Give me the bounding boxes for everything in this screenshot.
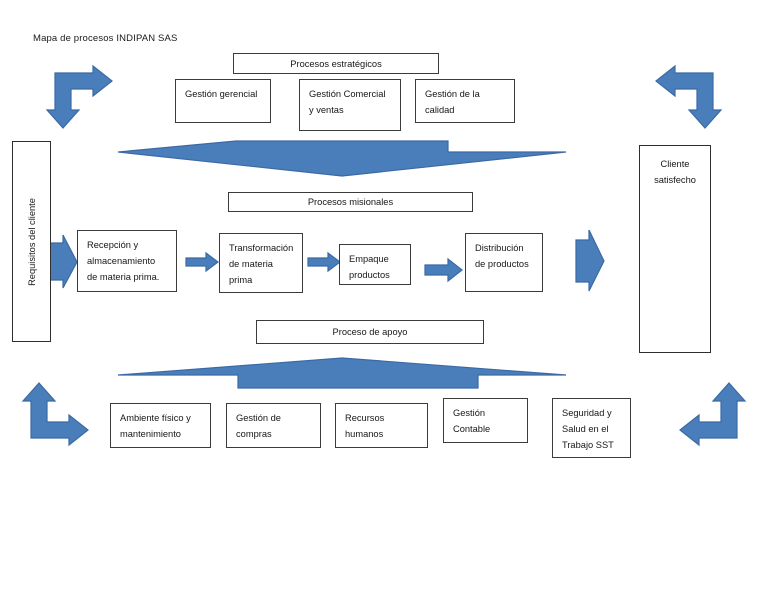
process-box-transformacion-materia-prima[interactable]: Transformación de materia prima <box>219 233 303 293</box>
process-box-ambiente-fisico-mantenimiento[interactable]: Ambiente físico y mantenimiento <box>110 403 211 448</box>
page-title: Mapa de procesos INDIPAN SAS <box>33 33 178 44</box>
bent-arrow-right-down-icon <box>45 64 113 129</box>
band-header-misionales: Procesos misionales <box>228 192 473 212</box>
process-box-gestion-compras[interactable]: Gestión de compras <box>226 403 321 448</box>
left-panel-requisitos-cliente: Requisitos del cliente <box>12 141 51 342</box>
wide-down-arrow-icon <box>117 140 567 177</box>
bent-arrow-left-down-icon <box>655 64 723 129</box>
right-panel-label: Cliente satisfecho <box>654 159 696 186</box>
process-box-distribucion-productos[interactable]: Distribución de productos <box>465 233 543 292</box>
arrow-right-icon-right-exit <box>575 229 605 292</box>
process-box-recursos-humanos[interactable]: Recursos humanos <box>335 403 428 448</box>
left-panel-label: Requisitos del cliente <box>26 197 37 286</box>
band-header-apoyo: Proceso de apoyo <box>256 320 484 344</box>
process-box-gestion-comercial-ventas[interactable]: Gestión Comercial y ventas <box>299 79 401 131</box>
wide-up-arrow-icon <box>117 357 567 389</box>
arrow-right-icon-flow-3 <box>424 257 463 283</box>
bent-arrow-up-right-icon <box>21 382 89 447</box>
process-box-gestion-gerencial[interactable]: Gestión gerencial <box>175 79 271 123</box>
process-box-empaque-productos[interactable]: Empaque productos <box>339 244 411 285</box>
right-panel-cliente-satisfecho: Cliente satisfecho <box>639 145 711 353</box>
band-header-estrategicos: Procesos estratégicos <box>233 53 439 74</box>
arrow-right-icon-flow-2 <box>307 251 341 273</box>
bent-arrow-up-left-icon <box>679 382 747 447</box>
process-box-seguridad-salud-trabajo[interactable]: Seguridad y Salud en el Trabajo SST <box>552 398 631 458</box>
process-box-gestion-calidad[interactable]: Gestión de la calidad <box>415 79 515 123</box>
process-box-recepcion-almacenamiento[interactable]: Recepción y almacenamiento de materia pr… <box>77 230 177 292</box>
arrow-right-icon-left-entry <box>49 234 78 289</box>
process-box-gestion-contable[interactable]: Gestión Contable <box>443 398 528 443</box>
arrow-right-icon-flow-1 <box>185 251 219 273</box>
